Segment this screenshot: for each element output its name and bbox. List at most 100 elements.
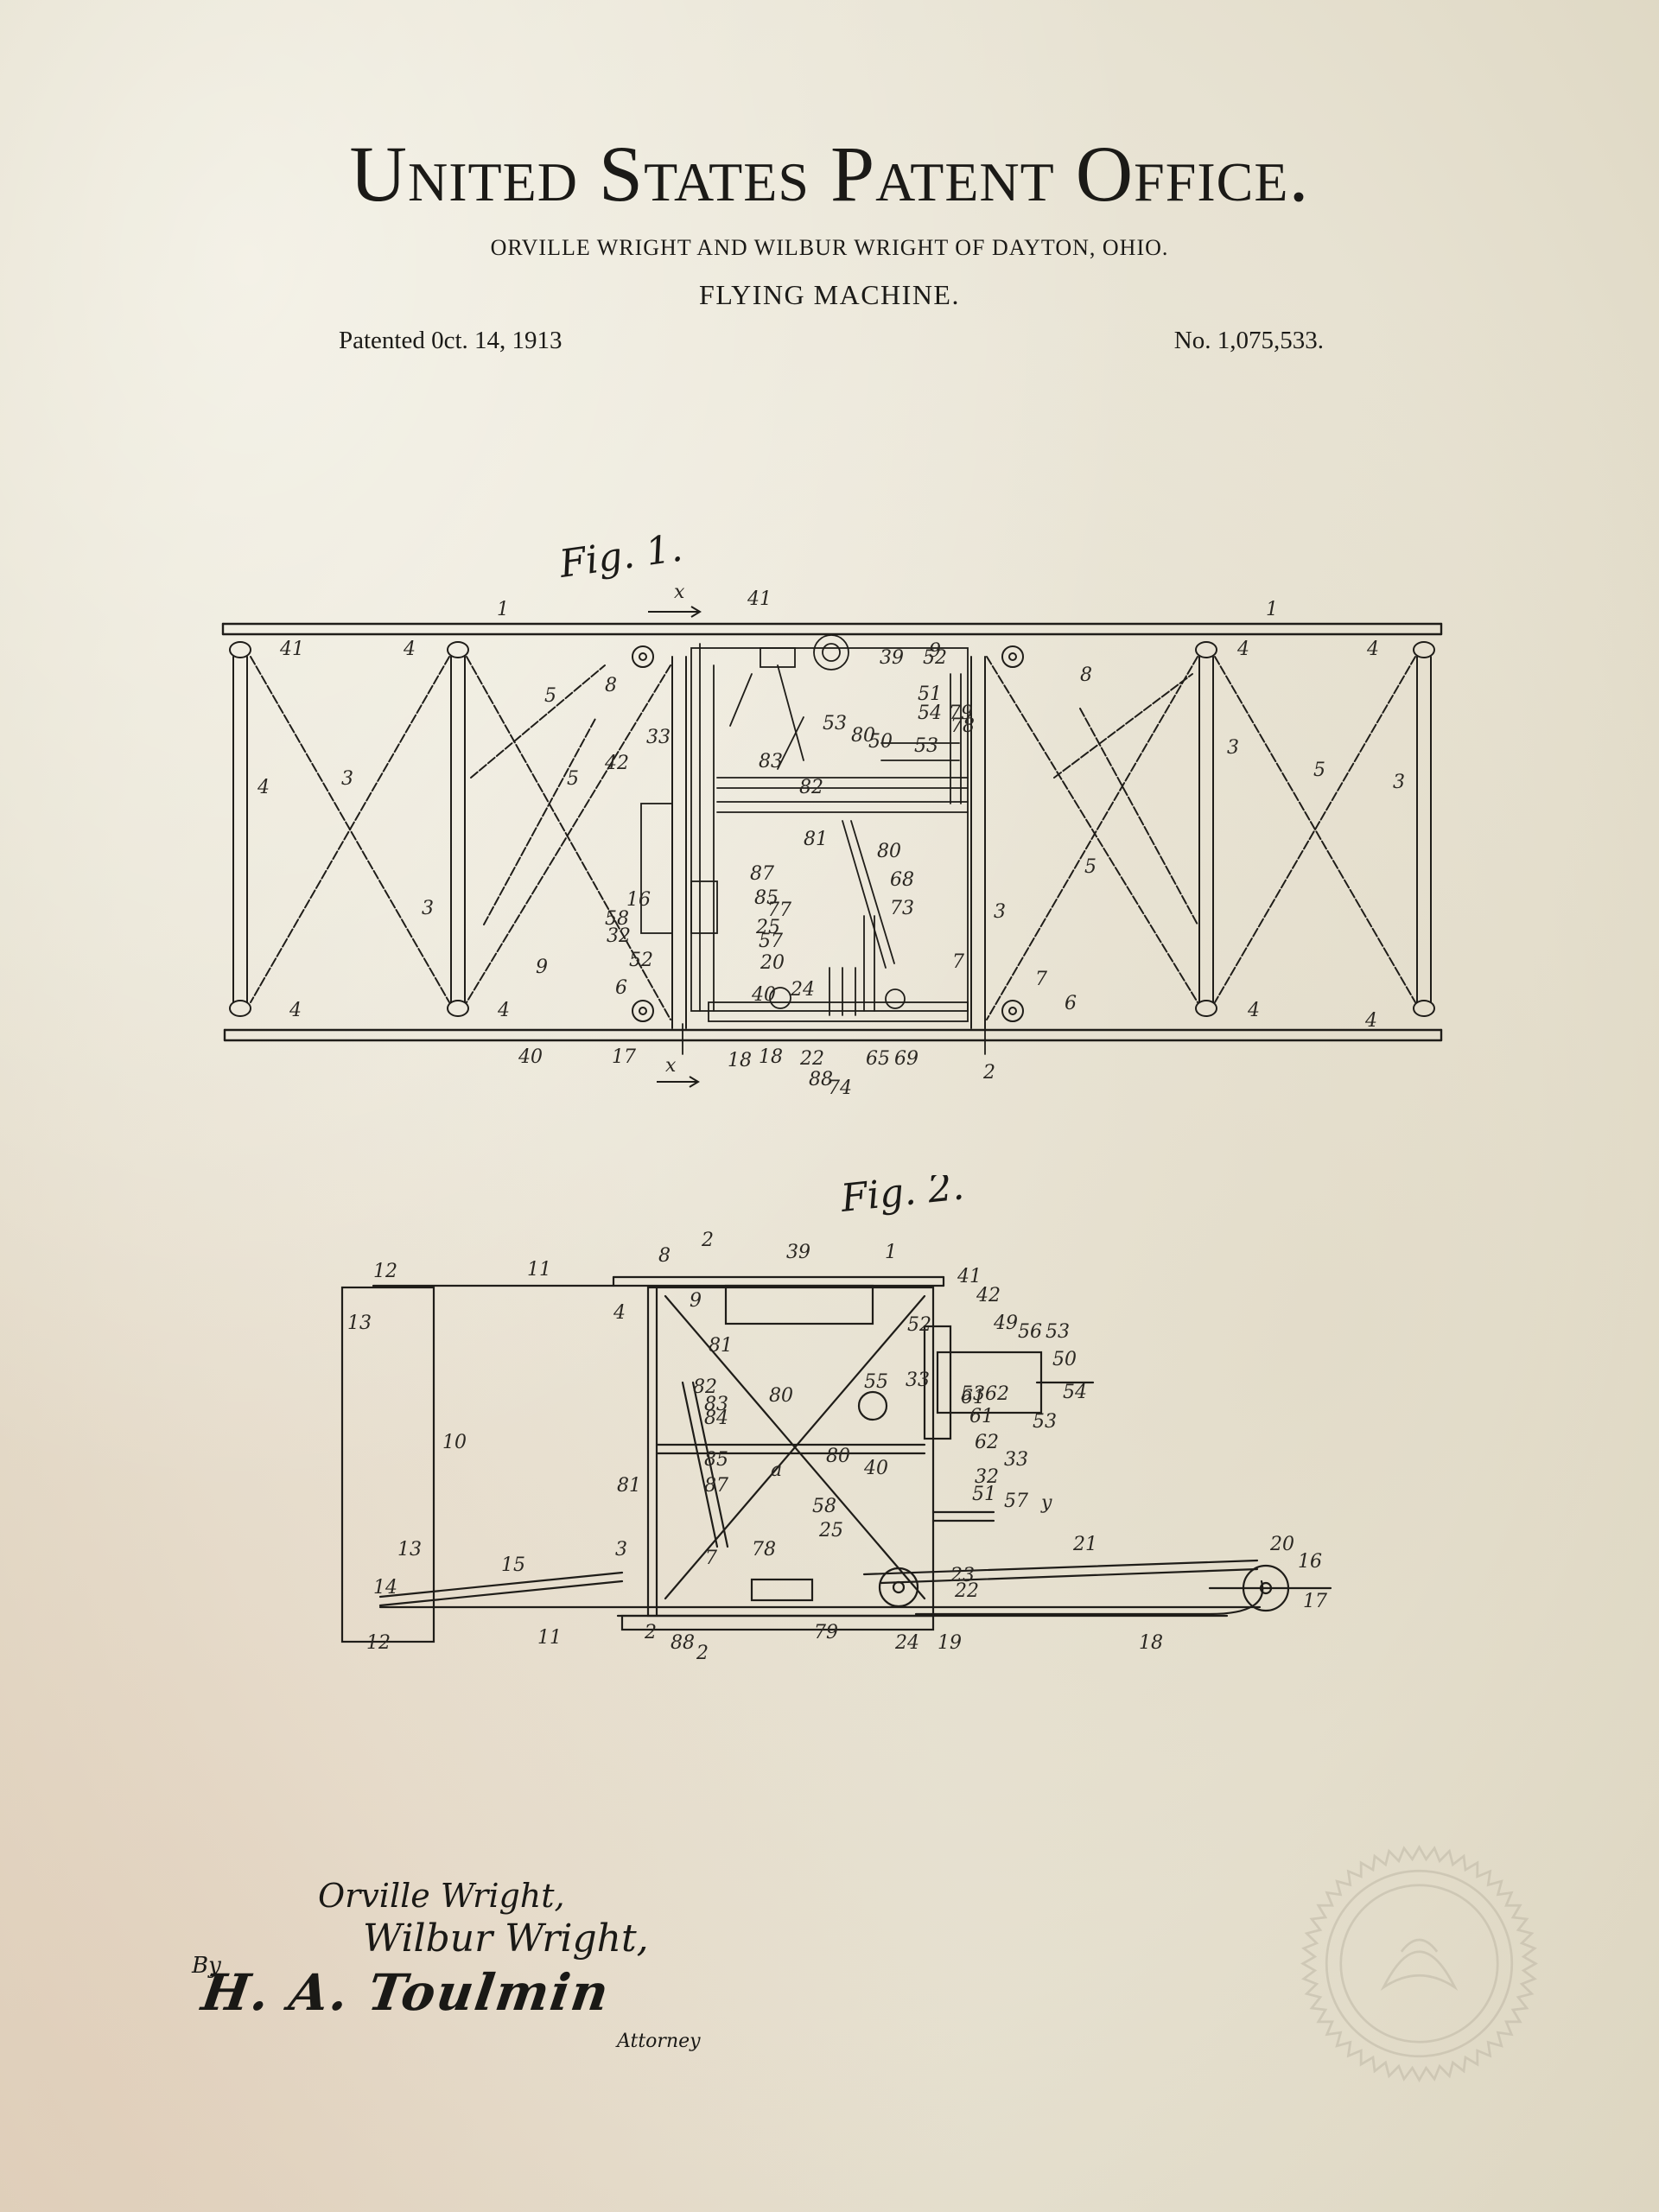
reference-numeral: 13	[347, 1313, 372, 1334]
reference-numeral: 41	[279, 639, 304, 660]
reference-numeral: 82	[693, 1376, 717, 1398]
reference-numeral: 5	[544, 685, 556, 707]
reference-numeral: 6	[1065, 993, 1077, 1014]
signature-by: By	[192, 1953, 221, 1979]
reference-numeral: 55	[864, 1371, 888, 1393]
reference-numeral: 54	[918, 702, 942, 724]
reference-numeral: 62	[975, 1432, 999, 1453]
reference-numeral: 20	[1269, 1534, 1294, 1555]
reference-numeral: 21	[1072, 1534, 1097, 1555]
reference-numeral: 8	[1080, 664, 1092, 686]
reference-numeral: 3	[341, 768, 353, 790]
reference-numeral: 42	[976, 1285, 1001, 1306]
reference-numeral: 22	[954, 1580, 979, 1602]
reference-numeral: 10	[442, 1432, 467, 1453]
reference-numeral: 87	[750, 863, 774, 885]
reference-numeral: 8	[605, 675, 617, 696]
reference-numeral: 65	[866, 1048, 890, 1070]
reference-numeral: 16	[1298, 1551, 1322, 1573]
reference-numeral: 39	[880, 647, 904, 669]
reference-numeral: 82	[799, 777, 823, 798]
reference-numeral: 81	[709, 1335, 733, 1357]
reference-numeral: 5	[567, 768, 579, 790]
reference-numeral: 11	[527, 1259, 551, 1281]
signature-block: Orville Wright, Wilbur Wright, By H. A. …	[190, 1866, 795, 2056]
reference-numeral: 18	[728, 1050, 752, 1071]
reference-numeral: 78	[752, 1539, 776, 1560]
reference-numeral: 18	[759, 1046, 783, 1068]
reference-numeral: 79	[814, 1622, 838, 1643]
reference-numeral: 80	[826, 1446, 850, 1467]
reference-numeral: 2	[982, 1062, 995, 1084]
reference-numeral: 61	[961, 1387, 985, 1408]
reference-numeral: 8	[658, 1245, 671, 1267]
reference-numeral: 24	[894, 1632, 919, 1654]
reference-numeral: 7	[1035, 969, 1047, 990]
reference-numeral: 74	[828, 1077, 852, 1099]
reference-numeral: 80	[769, 1385, 793, 1407]
reference-numeral: 19	[938, 1632, 962, 1654]
reference-numeral: 12	[366, 1632, 391, 1654]
reference-numeral: 17	[1303, 1591, 1327, 1612]
reference-numeral: 57	[759, 931, 783, 952]
reference-numeral: 9	[690, 1290, 702, 1312]
reference-numeral: 4	[1364, 1010, 1377, 1032]
patent-office-title: United States Patent Office.	[349, 130, 1310, 218]
reference-numeral: 53	[823, 713, 847, 734]
reference-numeral: a	[771, 1459, 782, 1481]
reference-numeral: 5	[1084, 856, 1096, 878]
reference-numeral: 15	[501, 1554, 525, 1576]
reference-numeral: 25	[818, 1520, 843, 1541]
reference-numeral: 41	[747, 588, 772, 610]
reference-numeral: 54	[1063, 1382, 1087, 1403]
reference-numeral: 33	[906, 1370, 930, 1391]
reference-numeral: 88	[671, 1632, 695, 1654]
reference-numeral: 18	[1139, 1632, 1163, 1654]
reference-numeral: 56	[1018, 1321, 1042, 1343]
reference-numeral: 40	[518, 1046, 543, 1068]
reference-numeral: 22	[799, 1048, 824, 1070]
signature-attorney: H. A. Toulmin	[198, 1963, 614, 2022]
reference-numeral: 81	[804, 829, 828, 850]
reference-numeral: 51	[918, 683, 942, 705]
reference-numeral: 33	[646, 727, 671, 748]
section-mark-x-top: x	[674, 582, 685, 603]
reference-numeral: 23	[950, 1565, 975, 1586]
figure-1-drawing: Fig. 1. x x 1141395251545350808382818068…	[221, 526, 1443, 1099]
reference-numeral: 85	[704, 1449, 728, 1471]
reference-numeral: 32	[975, 1466, 999, 1488]
reference-numeral: 3	[994, 901, 1006, 923]
reference-numeral: 83	[704, 1394, 728, 1415]
reference-numeral: 39	[786, 1242, 810, 1263]
reference-numeral: 68	[890, 869, 914, 891]
reference-numeral: 9	[536, 957, 548, 978]
section-mark-2-bottom: 2	[696, 1643, 709, 1659]
reference-numeral: 84	[704, 1408, 728, 1429]
reference-numeral: 50	[868, 731, 893, 753]
figure-2-label: Fig. 2.	[838, 1175, 966, 1221]
reference-numeral: 85	[754, 887, 779, 909]
reference-numeral: 87	[704, 1475, 728, 1497]
reference-numeral: 11	[537, 1627, 562, 1649]
reference-numeral: 1	[1266, 599, 1278, 620]
reference-numeral: 33	[1004, 1449, 1028, 1471]
reference-numeral: 50	[1052, 1349, 1077, 1370]
reference-numeral: 81	[617, 1475, 641, 1497]
reference-numeral: 12	[373, 1261, 397, 1282]
reference-numeral: 52	[629, 950, 653, 971]
reference-numeral: 73	[890, 898, 914, 919]
attorney-caption: Attorney	[617, 2031, 701, 2052]
reference-numeral: 24	[790, 979, 815, 1001]
reference-numeral: 1	[497, 599, 509, 620]
reference-numeral: 4	[497, 1000, 510, 1021]
inventors-line: ORVILLE WRIGHT AND WILBUR WRIGHT OF DAYT…	[490, 235, 1169, 260]
reference-numeral: 57	[1004, 1491, 1028, 1512]
reference-numeral: 3	[1227, 737, 1239, 759]
reference-numeral: 80	[851, 725, 875, 747]
reference-numeral: 4	[289, 1000, 302, 1021]
reference-numeral: 32	[607, 925, 631, 947]
reference-numeral: 78	[950, 715, 975, 737]
